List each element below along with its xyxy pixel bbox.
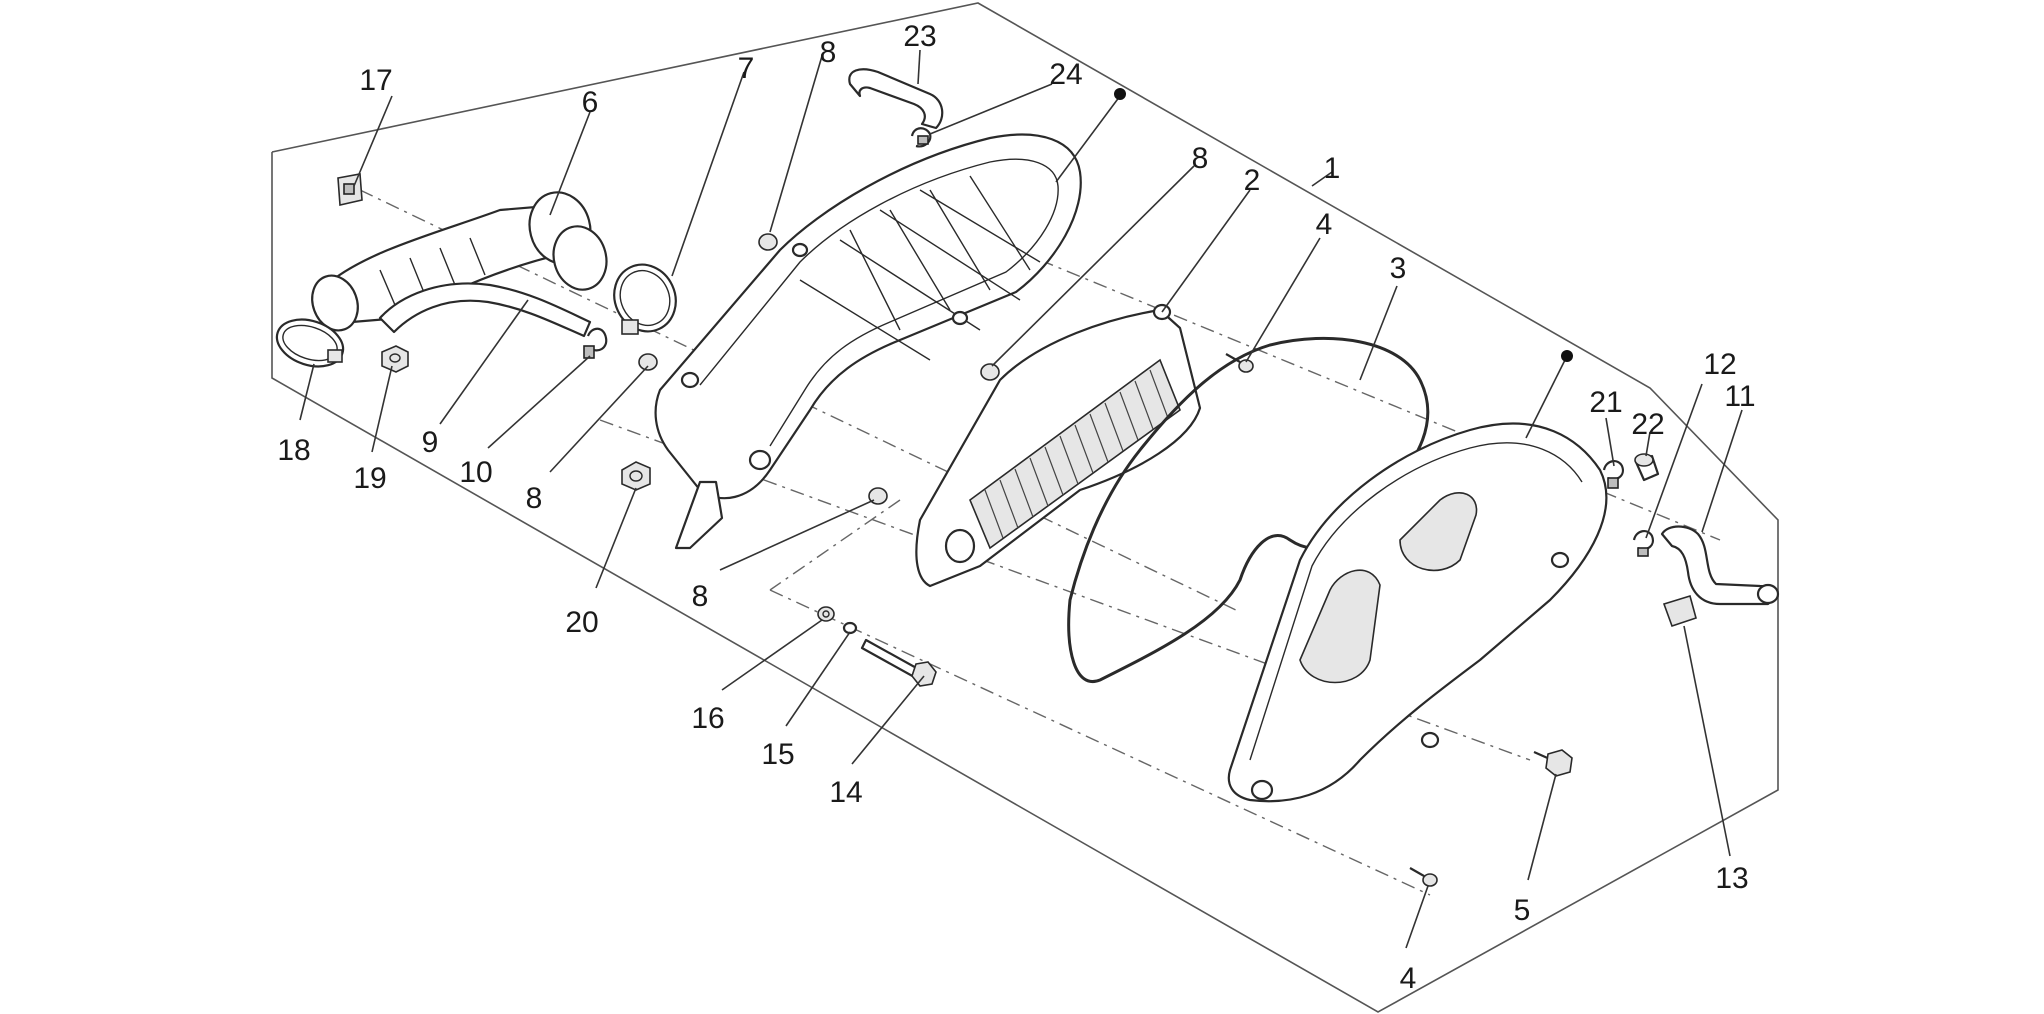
callout-23: 23 (903, 20, 936, 53)
part-16-washer (817, 606, 835, 622)
reference-dots (1114, 88, 1573, 362)
callout-8-right: 8 (1192, 142, 1209, 175)
callout-22: 22 (1631, 408, 1664, 441)
part-10-spring-clamp (583, 327, 608, 359)
callout-3: 3 (1390, 252, 1407, 285)
callout-18: 18 (277, 434, 310, 467)
part-7-clamp (613, 263, 677, 335)
callout-labels: 17 6 7 8 23 24 8 2 1 4 3 12 11 21 22 18 … (277, 20, 1755, 995)
part-9-hose (378, 282, 592, 338)
callout-1: 1 (1324, 152, 1341, 185)
callout-13: 13 (1715, 862, 1748, 895)
part-19-nut (381, 345, 409, 373)
callout-6: 6 (582, 86, 599, 119)
part-13-bracket (1662, 594, 1697, 628)
filter-fins (984, 369, 1169, 539)
part-20-nut (621, 461, 651, 491)
callout-17: 17 (359, 64, 392, 97)
part-21-clip (1602, 460, 1624, 489)
part-4-screw-top (1225, 353, 1254, 373)
part-23-breather-hose (848, 68, 944, 130)
leader-lines (299, 49, 1743, 949)
callout-12: 12 (1703, 348, 1736, 381)
part-11-drain-hose (1660, 525, 1780, 606)
callout-24: 24 (1049, 58, 1082, 91)
part-5-drain-bolt (1533, 749, 1573, 777)
callout-21: 21 (1589, 386, 1622, 419)
grommets (638, 233, 1000, 505)
callout-10: 10 (459, 456, 492, 489)
callout-8-left: 8 (526, 482, 543, 515)
callout-11: 11 (1724, 380, 1755, 413)
part-15-washer (842, 621, 858, 635)
airbox-housing (654, 133, 1082, 550)
callout-19: 19 (353, 462, 386, 495)
callout-16: 16 (691, 702, 724, 735)
part-24-clip (910, 127, 932, 148)
part-14-bolt (860, 638, 937, 687)
part-22-cap (1634, 453, 1660, 482)
callout-4-top: 4 (1316, 208, 1333, 241)
part-2-filter-element (915, 303, 1202, 588)
callout-15: 15 (761, 738, 794, 771)
callout-8-bottom: 8 (692, 580, 709, 613)
callout-9: 9 (422, 426, 439, 459)
callout-14: 14 (829, 776, 862, 809)
part-1-cover (1227, 422, 1608, 803)
part-12-clip (1632, 530, 1654, 557)
callout-20: 20 (565, 606, 598, 639)
part-4-screw-bottom (1409, 867, 1438, 887)
callout-2: 2 (1244, 164, 1261, 197)
callout-7: 7 (738, 52, 755, 85)
part-18-clamp (275, 318, 345, 368)
callout-4-bottom: 4 (1400, 962, 1417, 995)
assembly-frame (271, 2, 1779, 1013)
part-17-clip (337, 173, 363, 206)
part-6-intake-duct (311, 191, 608, 332)
callout-8-top: 8 (820, 36, 837, 69)
callout-5: 5 (1514, 894, 1531, 927)
